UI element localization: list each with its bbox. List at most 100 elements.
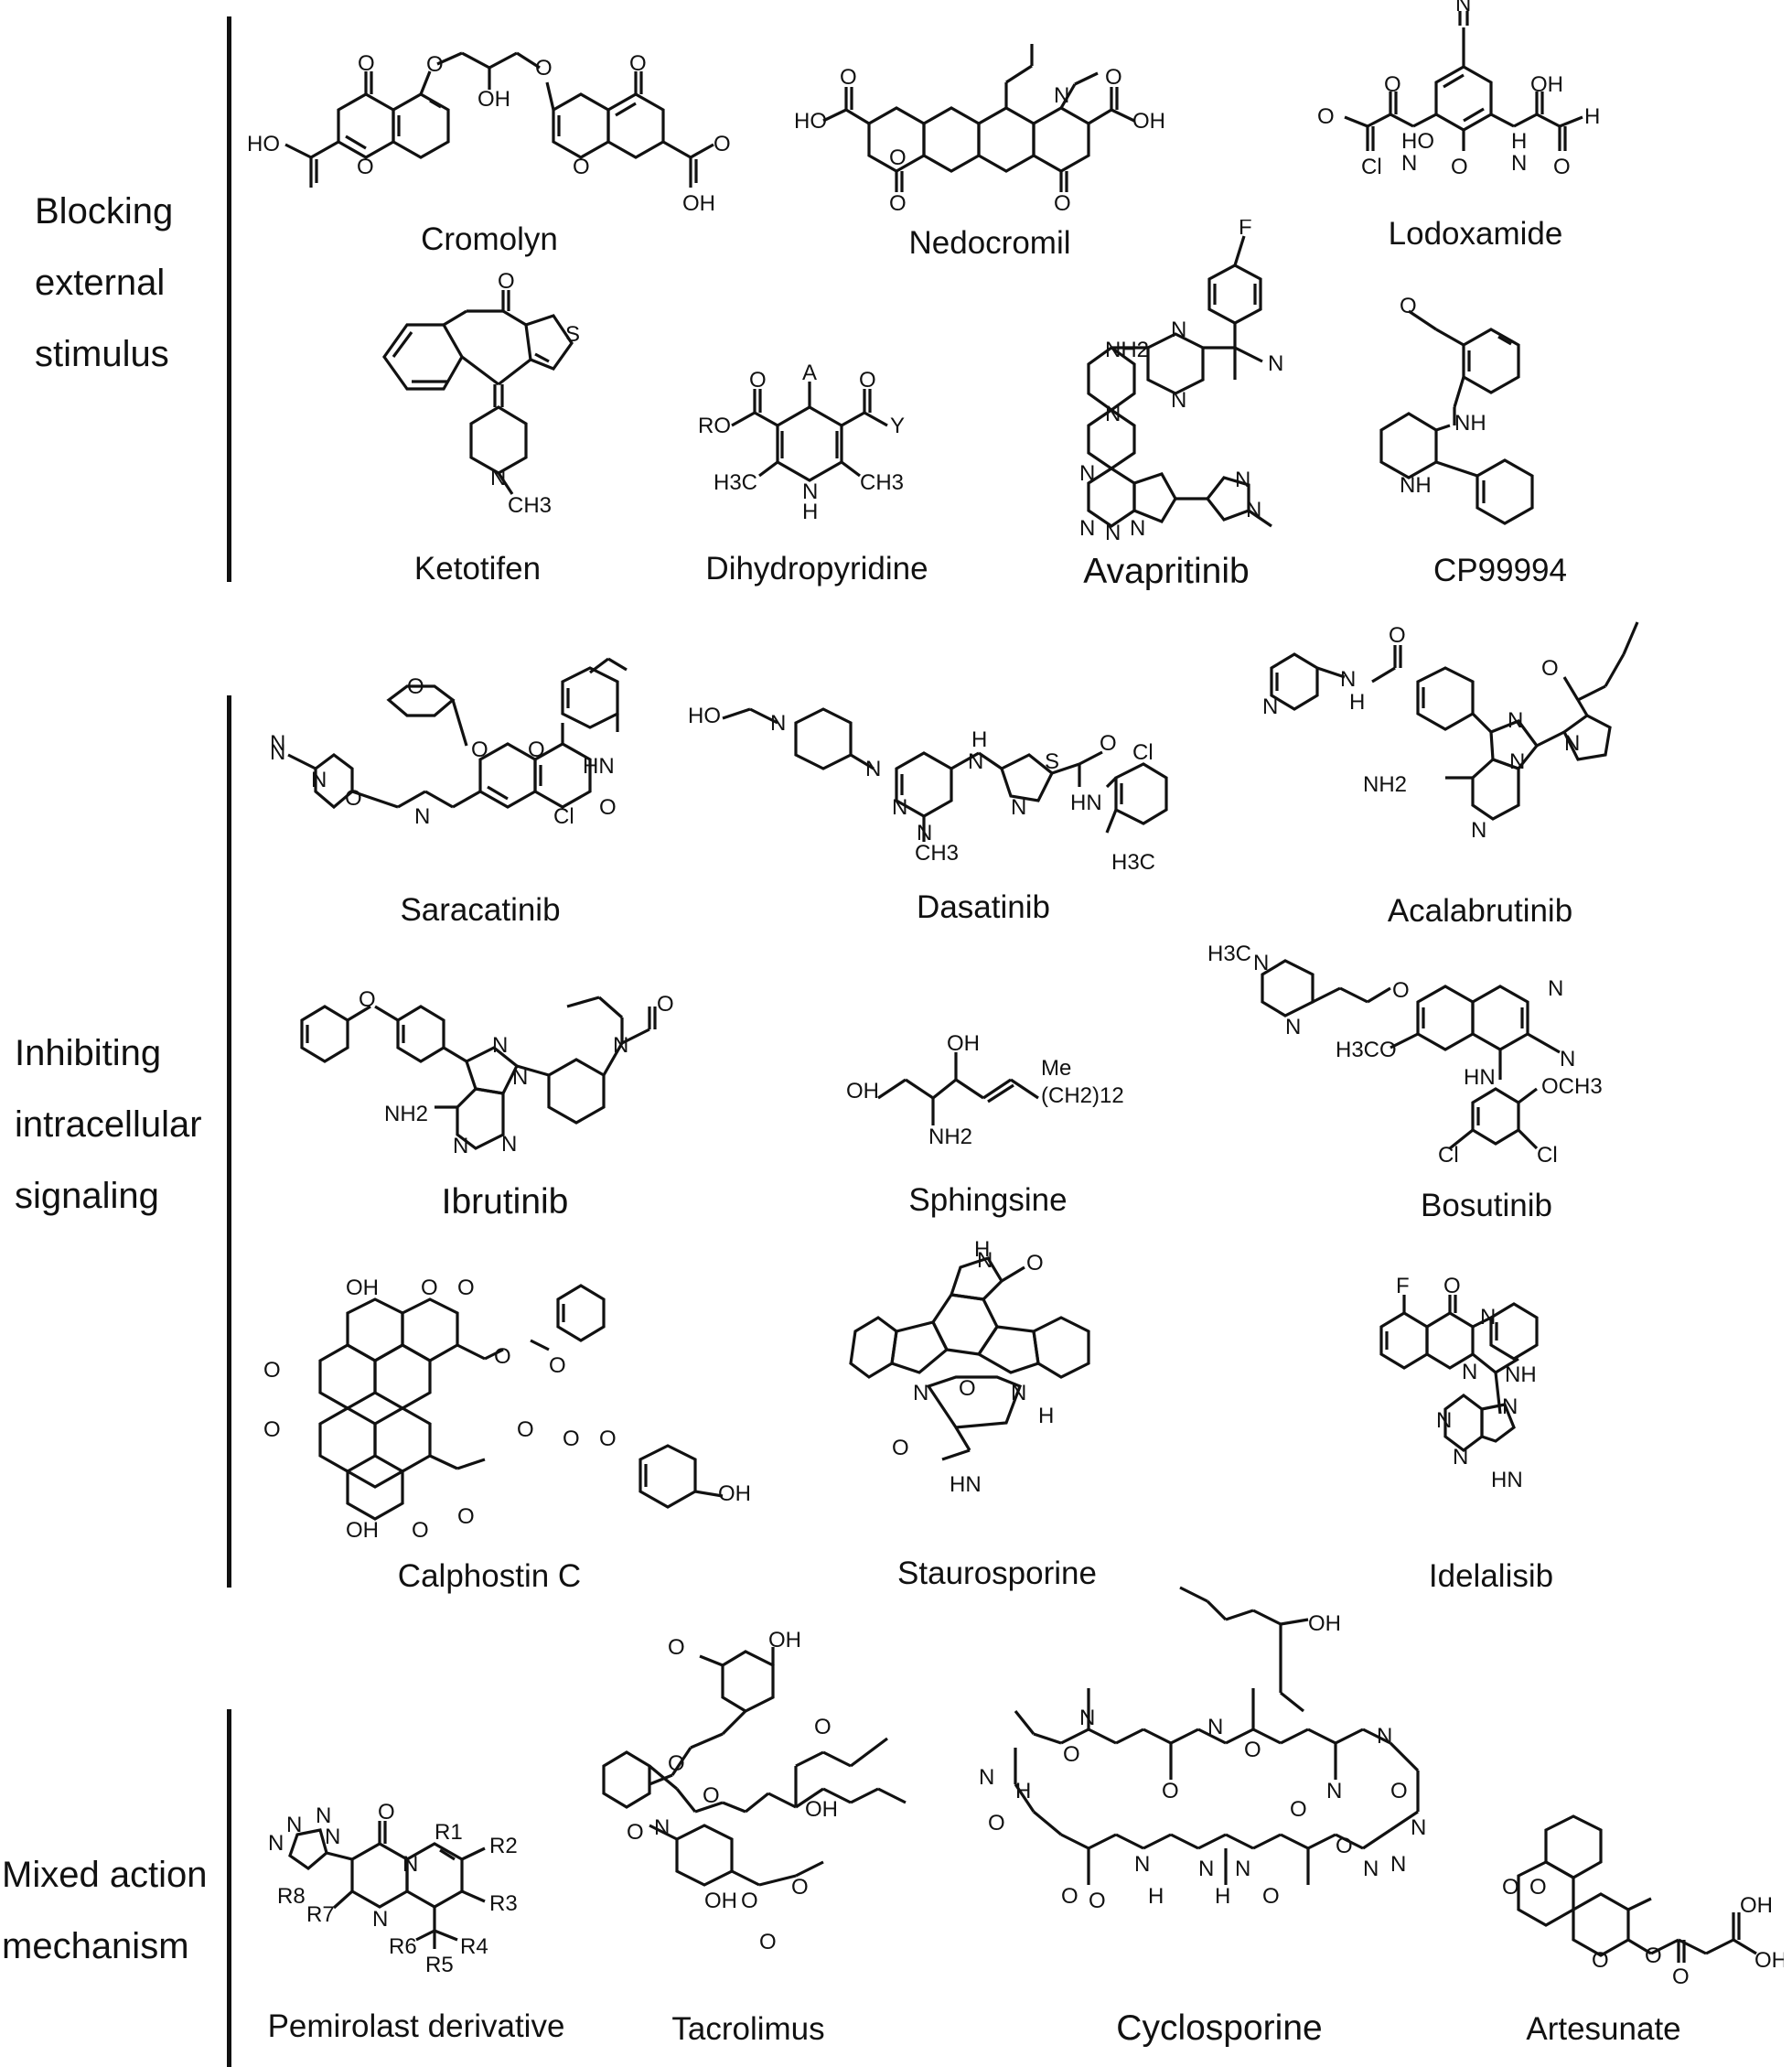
atom-label: O: [421, 1276, 438, 1300]
atom-label: N: [490, 466, 506, 490]
atom-label: N: [1253, 951, 1269, 975]
atom-label: N: [1105, 521, 1121, 545]
atom-label: N: [270, 740, 285, 765]
atom-label: O: [498, 270, 515, 294]
atom-label: O: [1244, 1738, 1261, 1762]
section-label-line: Inhibiting: [15, 1033, 162, 1073]
atom-label: O: [457, 1504, 475, 1529]
atom-label: O: [1026, 1251, 1044, 1276]
atom-label: R5: [425, 1953, 454, 1977]
section-divider-blocking: [227, 16, 231, 582]
atom-label: O: [263, 1417, 281, 1442]
atom-label: H3C: [1111, 850, 1155, 875]
atom-label: O: [714, 132, 731, 156]
atom-label: N: [286, 1813, 302, 1837]
section-label-line: external: [35, 263, 166, 303]
atom-label: N: [1401, 151, 1417, 176]
atom-label: N: [979, 1765, 994, 1790]
atom-label: O: [263, 1358, 281, 1383]
atom-label: CH3: [860, 470, 904, 495]
section-label-line: stimulus: [35, 334, 169, 374]
atom-label: H: [1015, 1779, 1031, 1803]
atom-label: Y: [890, 414, 905, 438]
atom-label: N: [372, 1907, 388, 1932]
compound-name-pemirolast: Pemirolast derivative: [267, 2008, 565, 2044]
atom-label: CH3: [508, 493, 552, 518]
atom-label: N: [1079, 1706, 1095, 1730]
atom-label: N: [512, 1065, 528, 1090]
atom-label: N: [1235, 468, 1250, 492]
atom-label: N: [414, 804, 430, 829]
atom-label: R7: [306, 1902, 335, 1927]
compound-name-avapritinib: Avapritinib: [1083, 552, 1250, 591]
atom-label: O: [892, 1436, 909, 1460]
atom-label: O: [549, 1353, 566, 1378]
atom-label: O: [1089, 1889, 1106, 1913]
atom-label: N: [770, 711, 786, 736]
atom-label: N: [501, 1132, 517, 1157]
atom-label: O: [1262, 1884, 1280, 1909]
atom-label: Cl: [1361, 155, 1382, 179]
atom-label: N: [1564, 731, 1580, 756]
atom-label: O: [959, 1376, 976, 1401]
atom-label: R4: [460, 1934, 488, 1959]
section-divider-inhibiting: [227, 695, 231, 1588]
atom-label: Cl: [1537, 1143, 1558, 1168]
atom-label: N: [270, 731, 285, 756]
atom-label: N: [311, 768, 327, 792]
atom-label: NH: [1454, 411, 1486, 436]
atom-label: R6: [389, 1934, 417, 1959]
atom-label: OH: [947, 1031, 980, 1056]
atom-label: OCH3: [1541, 1074, 1603, 1099]
atom-label: R3: [489, 1891, 518, 1916]
compound-name-saracatinib: Saracatinib: [400, 892, 561, 928]
atom-label: H: [1584, 104, 1600, 129]
atom-label: O: [1063, 1742, 1080, 1767]
atom-label: O: [528, 737, 545, 762]
atom-label: N: [865, 757, 881, 781]
atom-label: O: [1384, 72, 1401, 97]
atom-label: O: [1541, 656, 1559, 681]
atom-label: O: [629, 51, 647, 76]
section-divider-mixed: [227, 1709, 231, 2067]
compound-name-dihydropyridine: Dihydropyridine: [705, 551, 928, 587]
atom-label: O: [627, 1820, 644, 1845]
atom-label: N: [613, 1033, 628, 1058]
atom-label: O: [988, 1811, 1005, 1836]
atom-label: O: [1061, 1884, 1078, 1909]
atom-label: O: [1672, 1965, 1690, 1989]
atom-label: OH: [1530, 72, 1563, 97]
structure-ketotifen: OSN CH3: [382, 270, 580, 518]
atom-label: O: [358, 51, 375, 76]
atom-label: HN: [1070, 791, 1102, 815]
atom-label: F: [1239, 220, 1252, 240]
atom-label: Cl: [1438, 1143, 1459, 1168]
atom-label: N: [1268, 351, 1283, 376]
compound-name-bosutinib: Bosutinib: [1421, 1188, 1552, 1223]
atom-label: N: [977, 1248, 993, 1273]
atom-label: N: [1326, 1779, 1342, 1803]
atom-label: N: [1262, 694, 1278, 719]
atom-label: NH2: [384, 1102, 428, 1126]
atom-label: N: [1455, 0, 1471, 16]
atom-label: (CH2)12: [1041, 1083, 1124, 1108]
atom-label: N: [1377, 1724, 1392, 1749]
atom-label: OH: [346, 1276, 379, 1300]
atom-label: N: [1134, 1852, 1150, 1877]
atom-label: OH: [846, 1079, 879, 1103]
compound-name-staurosporine: Staurosporine: [897, 1556, 1097, 1591]
compound-name-cromolyn: Cromolyn: [421, 221, 558, 257]
atom-label: O: [563, 1426, 580, 1451]
section-label-mixed: Mixed action mechanism: [2, 1839, 208, 1982]
atom-label: NH: [1505, 1362, 1537, 1387]
atom-label: O: [814, 1715, 832, 1739]
